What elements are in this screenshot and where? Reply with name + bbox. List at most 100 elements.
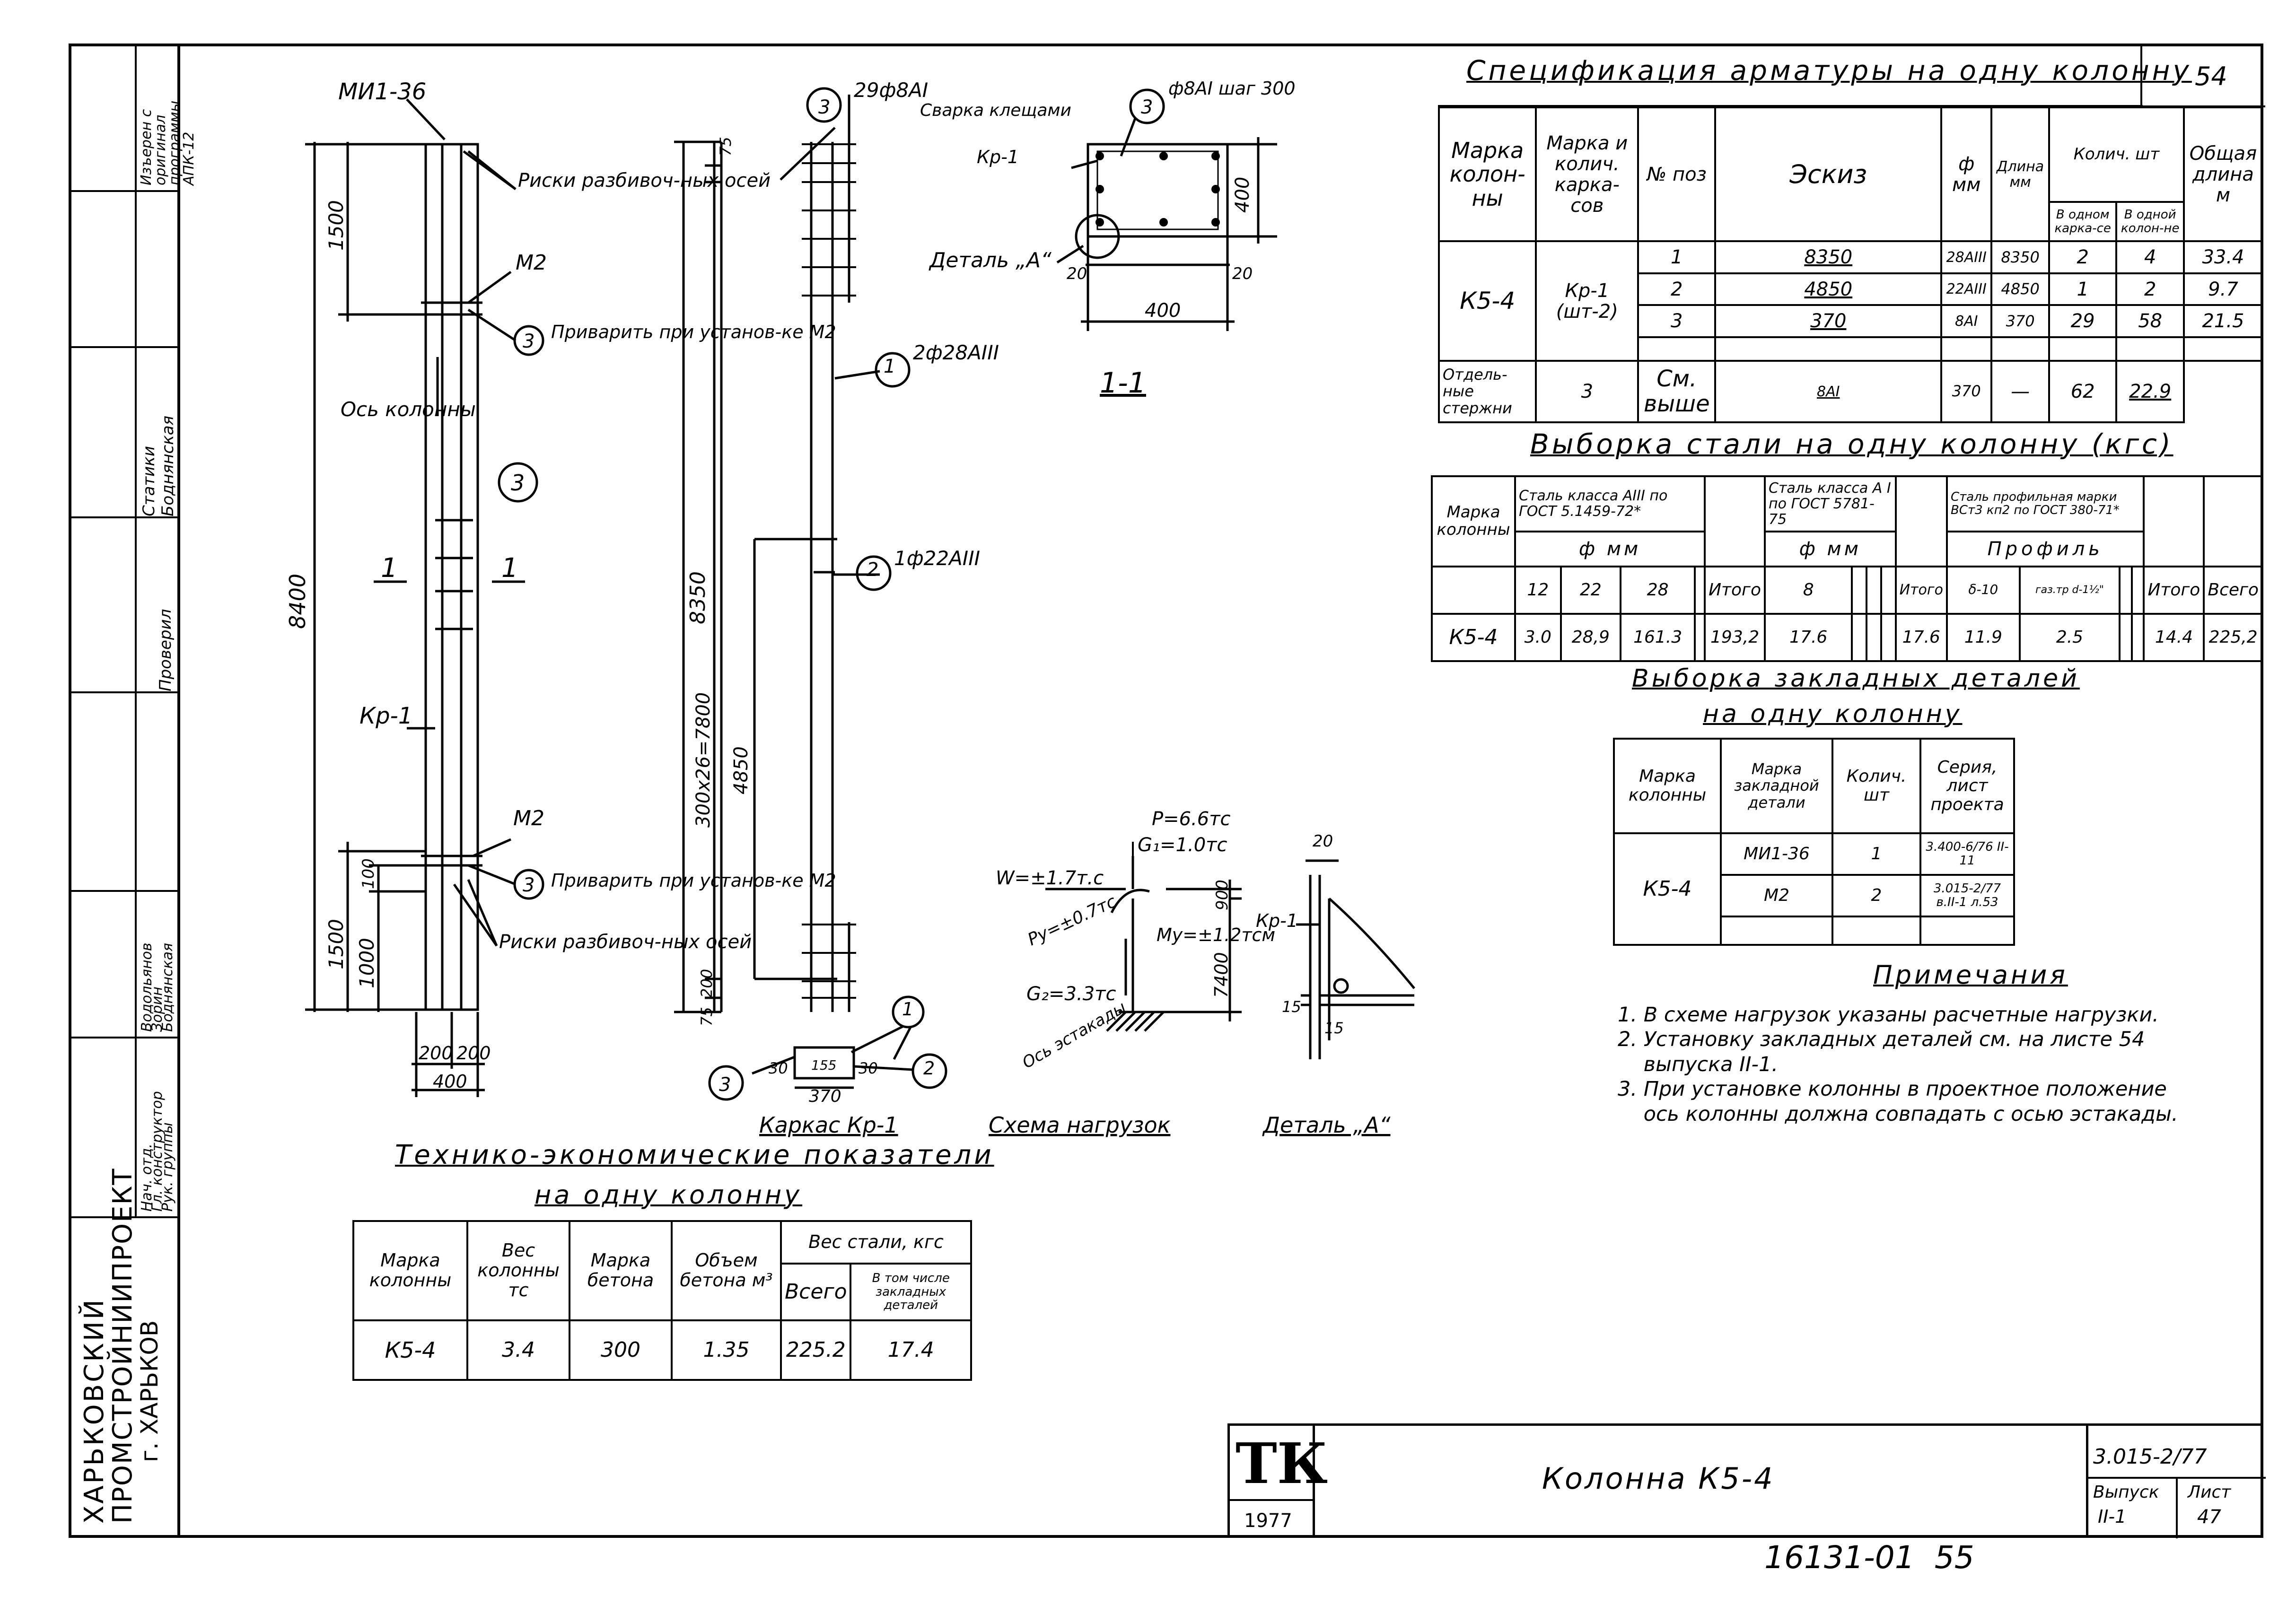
dim-1500b: 1500 [324, 919, 348, 969]
tech-h-embed: В том числе закладных деталей [850, 1263, 972, 1321]
steel-v28: 161.3 [1620, 612, 1696, 663]
spec-h-incol: В одной колон-не [2115, 201, 2185, 243]
tech-row: К5-4 3.4 300 1.35 225.2 17.4 [352, 1319, 972, 1381]
notes-title: Примечания [1873, 960, 2068, 990]
dim-400: 400 [433, 1071, 467, 1092]
spec-row: 3 370 8АI 370 29 58 21.5 [1439, 304, 2264, 338]
spec-total-3: 21.5 [2182, 304, 2264, 338]
label-m2a: М2 [516, 251, 547, 275]
sec-400a: 400 [1232, 177, 1253, 213]
label-marks2: Риски разбивоч-ных осей [499, 931, 752, 953]
stamp-line-3 [69, 516, 177, 518]
tech-h-mark: Марка колонны [352, 1220, 468, 1321]
stamp-line-6 [69, 1037, 177, 1038]
dim-200b: 200 [456, 1043, 491, 1064]
spec-pos-3: 3 [1637, 304, 1717, 338]
steel-d28: 28 [1620, 565, 1696, 615]
spec-h-dia: ф мм [1940, 106, 1993, 243]
spec-sep-len: 370 [1940, 360, 1993, 423]
circle-3-cage: 3 [818, 96, 830, 118]
spec-sep-nframe: — [1990, 360, 2050, 423]
title-issue-label: Выпуск [2093, 1483, 2159, 1502]
corner-number-box [2140, 46, 2265, 107]
dim-100: 100 [359, 858, 378, 889]
steel-title: Выборка стали на одну колонну (кгс) [1530, 428, 2173, 460]
steel-row-mark: К5-4 [1431, 612, 1516, 663]
load-py: Pу=±0.7тс [1025, 892, 1119, 950]
cage-75a: 75 [717, 137, 735, 156]
cage-b1: 2ф28АIII [913, 341, 999, 364]
tech-table: Марка колонны Вес колонны тс Марка бетон… [352, 1220, 972, 1381]
drawing-frame [69, 44, 2263, 1538]
spec-len-3: 370 [1990, 304, 2050, 338]
tech-weight: 3.4 [466, 1319, 570, 1381]
steel-d22: 22 [1560, 565, 1622, 615]
spec-title-line [1438, 105, 2143, 107]
left-stamp-divider [135, 44, 137, 1216]
corner-number: 54 [2195, 61, 2227, 91]
spec-sep-dia: 8АI [1714, 360, 1943, 423]
detA-title: Деталь „А“ [1262, 1112, 1391, 1138]
cage-370: 370 [809, 1087, 841, 1106]
steel-h-itogo: Итого [1704, 565, 1766, 615]
sec-mark-right: 1 [501, 553, 518, 584]
tech-h-concrete: Марка бетона [569, 1220, 673, 1321]
label-marks1: Риски разбивоч-ных осей [518, 170, 771, 192]
embed-table: Марка колонны Марка закладной детали Кол… [1613, 738, 2015, 946]
load-my: Mу=±1.2тсм [1157, 925, 1275, 945]
spec-col-mark: К5-4 [1437, 240, 1537, 362]
stamp-line-4 [69, 691, 177, 693]
steel-v8: 17.6 [1763, 612, 1853, 663]
spec-h-sketch: Эскиз [1714, 106, 1943, 243]
sec-400b: 400 [1145, 300, 1181, 322]
label-m2b: М2 [513, 806, 544, 830]
stamp-line-1 [69, 190, 177, 192]
spec-h-mark: Марка колон-ны [1437, 106, 1537, 243]
spec-total-1: 33.4 [2182, 240, 2264, 274]
label-weld1: Приварить при установ-ке М2 [551, 322, 836, 342]
title-series: 3.015-2/77 [2093, 1445, 2207, 1469]
cage-title: Каркас Кр-1 [759, 1112, 898, 1138]
detA-20: 20 [1313, 832, 1333, 851]
steel-s1: 193,2 [1704, 612, 1766, 663]
embed-h-detail: Марка закладной детали [1720, 738, 1833, 834]
cage-200: 200 [698, 969, 716, 998]
spec-nframe-3: 29 [2048, 304, 2118, 338]
cage-30a: 30 [769, 1059, 788, 1077]
spec-nframe-2: 1 [2048, 272, 2118, 306]
spec-sep-sketch: См. выше [1637, 360, 1717, 423]
steel-h-a3: Сталь класса АIII по ГОСТ 5.1459-72* [1514, 475, 1706, 532]
spec-pos-2: 2 [1637, 272, 1717, 306]
spec-h-inframe: В одном карка-се [2048, 201, 2118, 243]
spec-sep-total: 22.9 [2115, 360, 2185, 423]
load-7400: 7400 [1211, 952, 1232, 998]
tech-concrete: 300 [569, 1319, 673, 1381]
title-logo-box: ТК 1977 [1230, 1426, 1328, 1538]
stamp-line-7 [69, 1216, 177, 1218]
embed-h-mark: Марка колонны [1613, 738, 1722, 834]
steel-h-itogo2: Итого [1894, 565, 1948, 615]
footer-handwritten: 16131-01 55 [1764, 1539, 1974, 1576]
spec-title: Спецификация арматуры на одну колонну [1466, 54, 2192, 87]
label-mi: МИ1-36 [338, 79, 426, 105]
spec-dia-2: 22АIII [1940, 272, 1993, 306]
sec-stirrup: ф8АI шаг 300 [1168, 78, 1296, 99]
load-900: 900 [1213, 880, 1232, 910]
spec-row: 2 4850 22АIII 4850 1 2 9.7 [1439, 272, 2264, 306]
steel-pr1: 11.9 [1945, 612, 2021, 663]
label-weld2: Приварить при установ-ке М2 [551, 870, 836, 891]
spec-ncol-3: 58 [2115, 304, 2185, 338]
steel-d8: 8 [1763, 565, 1853, 615]
detA-15a: 15 [1282, 998, 1301, 1016]
cage-weld: Сварка клещами [920, 101, 1071, 120]
spec-sketch-2: 4850 [1714, 272, 1943, 306]
steel-v12: 3.0 [1514, 612, 1562, 663]
spec-h-total: Общая длина м [2182, 106, 2264, 243]
embed-qty-2: 2 [1832, 874, 1921, 917]
tech-steel: 225.2 [780, 1319, 852, 1381]
embed-series-2: 3.015-2/77 в.II-1 л.53 [1919, 874, 2015, 917]
steel-h-itogo3: Итого [2143, 565, 2205, 615]
spec-row: К5-4 Кр-1 (шт-2) 1 8350 28АIII 8350 2 4 … [1437, 240, 2264, 362]
detA-kr: Кр-1 [1256, 910, 1298, 931]
title-issue: II-1 [2098, 1506, 2127, 1527]
